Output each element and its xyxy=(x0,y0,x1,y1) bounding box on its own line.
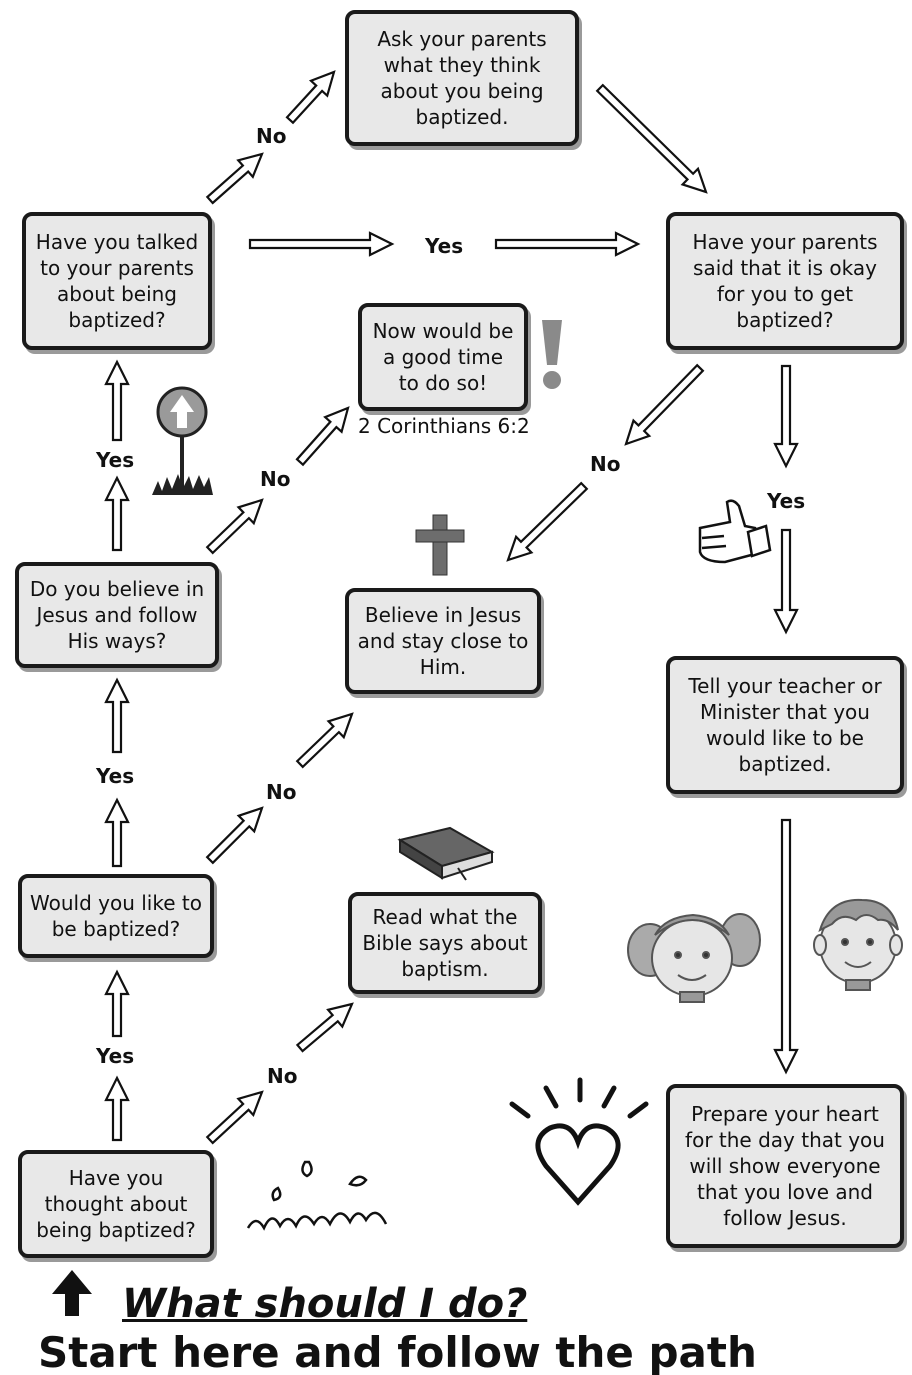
water-splash-icon xyxy=(246,1160,388,1231)
label-no: No xyxy=(260,467,291,491)
flow-arrow xyxy=(295,1002,354,1053)
girl-face-icon xyxy=(627,913,761,1003)
node-would-you-like: Would you like to be baptized? xyxy=(18,874,214,958)
node-talked-to-parents: Have you talked to your parents about be… xyxy=(22,212,212,350)
flow-arrow xyxy=(205,1090,264,1145)
heart-icon xyxy=(509,1077,649,1206)
label-yes: Yes xyxy=(96,448,135,472)
flow-arrow xyxy=(295,712,354,769)
flow-arrow xyxy=(104,359,130,442)
label-no: No xyxy=(590,452,621,476)
flow-arrow xyxy=(205,498,264,555)
flow-arrow xyxy=(205,806,264,865)
flow-arrow xyxy=(773,818,799,1075)
node-read-bible: Read what the Bible says about baptism. xyxy=(348,892,542,994)
flow-arrow xyxy=(595,83,708,194)
node-believe-stay-close: Believe in Jesus and stay close to Him. xyxy=(345,588,541,694)
label-no: No xyxy=(267,1064,298,1088)
cross-icon xyxy=(415,514,465,576)
flow-arrow xyxy=(494,231,641,257)
node-tell-teacher: Tell your teacher or Minister that you w… xyxy=(666,656,904,794)
thumbs-up-icon xyxy=(698,499,772,564)
start-arrow-icon xyxy=(52,1270,92,1316)
flow-arrow xyxy=(773,528,799,635)
up-arrow-sign-icon xyxy=(152,386,213,495)
flow-arrow xyxy=(248,231,395,257)
flow-arrow xyxy=(624,363,705,446)
bible-icon xyxy=(397,826,495,881)
page-title: What should I do? xyxy=(122,1281,528,1327)
page-subtitle: Start here and follow the path xyxy=(38,1328,757,1375)
flow-arrow xyxy=(104,677,130,754)
scripture-reference: 2 Corinthians 6:2 xyxy=(358,414,530,438)
flow-arrow xyxy=(104,1075,130,1142)
node-thought-about-baptism: Have you thought about being baptized? xyxy=(18,1150,214,1258)
node-ask-parents: Ask your parents what they think about y… xyxy=(345,10,579,146)
flow-arrow xyxy=(104,969,130,1038)
flow-arrow xyxy=(285,70,336,125)
node-believe-in-jesus: Do you believe in Jesus and follow His w… xyxy=(15,562,219,668)
node-parents-okay: Have your parents said that it is okay f… xyxy=(666,212,904,350)
flow-arrow xyxy=(104,475,130,552)
flow-arrow xyxy=(773,364,799,469)
label-no: No xyxy=(266,780,297,804)
exclamation-icon xyxy=(542,320,562,389)
label-no: No xyxy=(256,124,287,148)
label-yes: Yes xyxy=(96,1044,135,1068)
label-yes: Yes xyxy=(425,234,464,258)
node-now-good-time: Now would be a good time to do so! xyxy=(358,303,528,411)
flow-arrow xyxy=(506,481,589,562)
flow-arrow xyxy=(295,406,350,467)
boy-face-icon xyxy=(813,898,903,991)
flow-arrow xyxy=(205,152,264,205)
node-prepare-heart: Prepare your heart for the day that you … xyxy=(666,1084,904,1248)
flow-arrow xyxy=(104,797,130,868)
label-yes: Yes xyxy=(96,764,135,788)
label-yes: Yes xyxy=(767,489,806,513)
